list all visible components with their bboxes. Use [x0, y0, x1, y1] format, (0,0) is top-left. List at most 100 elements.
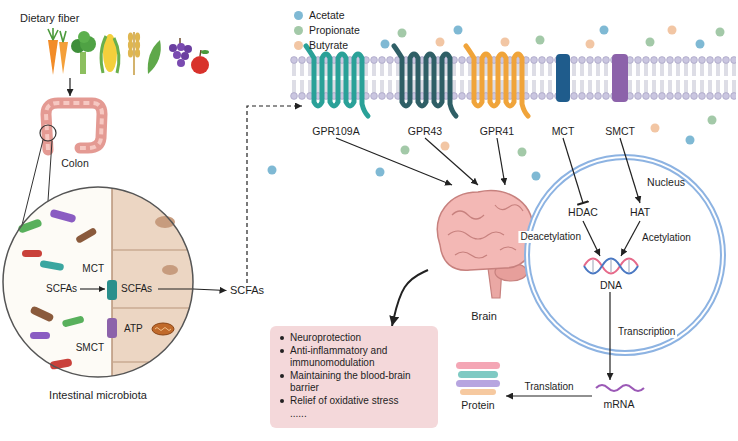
effect-item: Neuroprotection: [290, 332, 430, 344]
inset-label: Intestinal microbiota: [49, 389, 147, 402]
fiber-foods: [173, 51, 181, 59]
receptor-symbol: [394, 46, 456, 116]
fiber-foods: [148, 40, 161, 74]
scfa-dot: [436, 38, 445, 47]
legend-swatch: [294, 11, 303, 20]
intestine-inset: [30, 332, 50, 339]
arrow-connector: [69, 78, 70, 96]
dna-helix: [584, 259, 638, 274]
fiber-foods: [177, 59, 185, 67]
arrow-connector: [621, 221, 640, 256]
intestine-inset: [3, 180, 202, 385]
fiber-foods: [80, 52, 86, 74]
nucleus-node: NucleusHDACHATDNA: [527, 157, 723, 353]
intestine-inset: [107, 318, 117, 338]
scfa-dot: [708, 116, 717, 125]
protein-symbol: [458, 371, 498, 378]
intestine-inset: [80, 288, 105, 289]
receptor-symbol: [306, 46, 368, 116]
transporter-label: MCT: [82, 263, 104, 275]
molecule-node: SCFAs: [227, 283, 268, 298]
molecule-label: SCFAs: [46, 283, 77, 295]
dna-node: DNA: [580, 256, 642, 292]
enzyme-label: HAT: [630, 206, 650, 219]
scfa-dot: [532, 172, 541, 181]
fiber-foods: [128, 32, 133, 41]
edge-label: Deacetylation: [518, 231, 583, 243]
scfa-dot: [501, 38, 510, 47]
scfa-dot: [651, 124, 660, 133]
molecule-label: mRNA: [604, 398, 635, 411]
brain-node: Brain: [428, 185, 540, 323]
zoom-inset: Intestinal microbiota MCT SMCT: [3, 187, 193, 405]
arrow-connector: [506, 395, 592, 396]
effects-box: NeuroprotectionAnti-inflammatory and imm…: [270, 326, 438, 428]
group-label: Dietary fiber: [20, 12, 79, 25]
intestine-inset: [29, 305, 54, 322]
molecule-label: DNA: [600, 279, 622, 292]
legend-swatch: [294, 26, 303, 35]
receptor-symbol: [306, 46, 528, 116]
receptor-label: GPR41: [480, 125, 514, 138]
protein-symbol: [456, 362, 500, 395]
nucleus-envelope: [527, 157, 723, 353]
receptor-node: GPR41: [464, 52, 530, 138]
transporter-node: MCT: [72, 262, 105, 276]
scfa-dot: [586, 40, 595, 49]
colon-organ: [46, 103, 102, 150]
scfa-dot: [600, 26, 609, 35]
dna-helix: [593, 260, 629, 272]
organ-label: Colon: [61, 157, 88, 170]
fiber-foods: [128, 40, 133, 49]
protein-symbol: [456, 362, 500, 369]
legend-label: Butyrate: [309, 39, 348, 52]
fiber-foods: [48, 28, 66, 42]
scfa-dot: [381, 40, 390, 49]
nucleus-envelope: [527, 157, 723, 353]
arrow-connector: [583, 221, 600, 256]
legend-label: Acetate: [309, 9, 345, 22]
colon-organ: [46, 103, 102, 150]
fiber-foods: [48, 28, 209, 75]
scfa-dot: [441, 142, 450, 151]
intestine-inset: [162, 265, 178, 275]
brain-figure: [448, 205, 523, 258]
arrow-connector: [392, 270, 428, 326]
scfa-dot: [454, 26, 463, 35]
scfa-dot: [398, 29, 407, 38]
protein-node: Protein: [450, 360, 506, 412]
edge-label: Translation: [522, 381, 575, 393]
transporter-node: SMCT: [68, 341, 105, 355]
legend-item: Propionate: [294, 24, 360, 37]
organ-figure: Colon: [40, 96, 110, 172]
transporter-symbol: [612, 54, 628, 102]
mrna-strand: [596, 385, 644, 391]
intestine-inset: [155, 328, 171, 331]
mrna-strand: [596, 385, 644, 391]
fiber-foods: [128, 48, 133, 57]
legend-swatch: [294, 41, 303, 50]
intestine-inset: [158, 288, 192, 289]
fiber-foods: [135, 40, 140, 49]
receptor-symbol: [466, 46, 528, 116]
enzyme-node: HAT: [626, 203, 654, 221]
intestine-inset: [112, 180, 202, 385]
fiber-foods: [135, 32, 140, 41]
transporter-label: MCT: [552, 125, 575, 138]
protein-symbol: [460, 389, 496, 395]
arrow-connector: [247, 106, 302, 283]
effect-item: Anti-inflammatory and immunomodulation: [290, 345, 430, 369]
fiber-foods: [133, 32, 135, 75]
scfa-dot: [696, 40, 705, 49]
receptor-node: GPR109A: [302, 52, 370, 138]
dna-helix: [584, 259, 638, 274]
energy-label: ATP: [124, 323, 143, 335]
transporter-node: MCT: [543, 52, 583, 138]
scfa-dot: [268, 26, 725, 181]
effect-item: ......: [290, 408, 430, 420]
arrow-connector: [609, 292, 610, 380]
scfa-dot: [401, 146, 410, 155]
transporter-symbol: [556, 54, 570, 102]
scfa-dot: [646, 38, 655, 47]
arrow-connector: [620, 138, 640, 203]
